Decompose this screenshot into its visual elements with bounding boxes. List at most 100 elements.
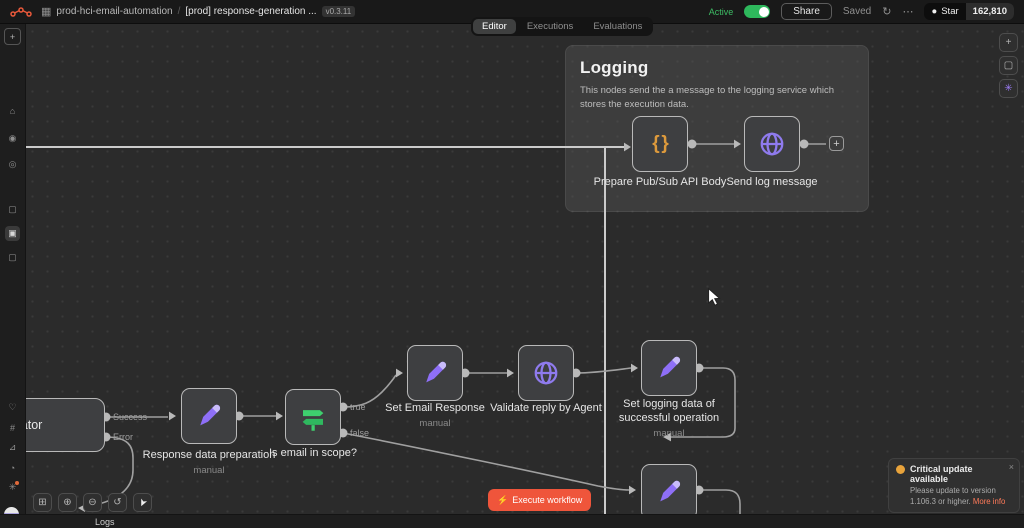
- sidebar-item-overview[interactable]: ⌂: [5, 103, 20, 118]
- node-set-logging[interactable]: [641, 340, 697, 396]
- sidebar-item-help[interactable]: ◔: [5, 460, 20, 475]
- sidebar-item-personal[interactable]: ◉: [5, 131, 20, 146]
- fit-view-icon: ⊞: [38, 497, 47, 508]
- notification-body: Please update to version 1.106.3 or high…: [910, 486, 1006, 506]
- node-validate-reply[interactable]: [518, 345, 574, 401]
- sidebar-item-insights[interactable]: ⊿: [5, 440, 20, 455]
- github-icon: ●: [931, 6, 938, 17]
- saved-status: Saved: [842, 6, 872, 17]
- workflow-name[interactable]: [prod] response-generation ...: [185, 6, 317, 17]
- output-label-success: Success: [113, 412, 148, 422]
- active-toggle[interactable]: [744, 5, 771, 18]
- output-label-error: Error: [113, 432, 133, 442]
- switch-icon: [302, 410, 324, 431]
- node-label: Validate reply by Agent: [490, 402, 602, 414]
- node-label: Set Email Response manual: [365, 402, 505, 430]
- chart-icon: ⊿: [8, 442, 17, 452]
- node-subtitle: manual: [653, 427, 685, 439]
- sticky-note-icon: ▢: [1003, 60, 1014, 71]
- tab-executions[interactable]: Executions: [526, 21, 574, 32]
- node-label: Response data preparation manual: [139, 449, 279, 477]
- more-menu-icon[interactable]: ⋯: [902, 6, 914, 18]
- zoom-out-button[interactable]: ⊖: [83, 493, 102, 512]
- node-label: Send log message: [726, 176, 818, 188]
- pencil-icon: [426, 361, 447, 383]
- mouse-cursor: [708, 288, 721, 306]
- globe-icon: [760, 132, 784, 156]
- undo-icon: ↺: [113, 497, 122, 508]
- pointer-mode-button[interactable]: ➤: [133, 493, 152, 512]
- fit-view-button[interactable]: ⊞: [33, 493, 52, 512]
- sparkle-icon: ✳: [1004, 83, 1013, 94]
- pointer-icon: ➤: [135, 496, 150, 509]
- star-label: Star: [941, 6, 959, 17]
- output-label-false: false: [350, 428, 370, 438]
- github-star-widget[interactable]: ● Star 162,810: [924, 3, 1014, 20]
- workflow-canvas[interactable]: [25, 24, 1024, 514]
- bell-icon: ✳: [8, 482, 17, 492]
- breadcrumb: ▦ prod-hci-email-automation / [prod] res…: [41, 5, 356, 18]
- share-button[interactable]: Share: [781, 3, 832, 20]
- star-count: 162,810: [965, 3, 1014, 20]
- sidebar-add-button[interactable]: +: [4, 28, 21, 45]
- node-send-log[interactable]: [744, 116, 800, 172]
- lightning-icon: ⚡: [497, 494, 509, 505]
- version-badge: v0.3.11: [321, 6, 356, 17]
- code-braces-icon: { }: [652, 133, 669, 154]
- plus-icon: +: [1005, 37, 1012, 48]
- node-set-error-data[interactable]: [641, 464, 697, 520]
- logs-label: Logs: [95, 517, 115, 527]
- node-label: Is email in scope?: [268, 447, 358, 459]
- sticky-note-logging[interactable]: Logging This nodes send the a message to…: [565, 45, 869, 212]
- add-node-button[interactable]: +: [999, 33, 1018, 52]
- execute-workflow-button[interactable]: ⚡ Execute workflow: [488, 489, 592, 511]
- view-tabs: Editor Executions Evaluations: [471, 17, 654, 36]
- project-icon: ▦: [41, 6, 52, 18]
- more-info-link[interactable]: More info: [972, 496, 1006, 506]
- sidebar-item-shared[interactable]: ◎: [5, 157, 20, 172]
- tab-editor[interactable]: Editor: [473, 19, 516, 34]
- warning-icon: [896, 465, 905, 474]
- hash-icon: #: [9, 422, 15, 433]
- history-icon[interactable]: ↻: [882, 6, 892, 18]
- heart-icon: ♡: [8, 402, 17, 412]
- breadcrumb-project[interactable]: prod-hci-email-automation: [56, 6, 173, 17]
- update-notification[interactable]: Critical update available Please update …: [888, 458, 1020, 514]
- close-icon[interactable]: ×: [1008, 462, 1014, 472]
- pencil-icon: [660, 480, 681, 502]
- sticky-title: Logging: [580, 58, 649, 77]
- node-label: Set logging data of successful operation…: [599, 398, 739, 439]
- user-icon: ◉: [8, 133, 17, 143]
- project-icon: ▣: [8, 228, 17, 238]
- zoom-in-button[interactable]: ⊕: [58, 493, 77, 512]
- sidebar-item-project-1[interactable]: ▢: [5, 202, 20, 217]
- add-sticky-note-button[interactable]: ▢: [999, 56, 1018, 75]
- sidebar-item-whats-new[interactable]: ✳: [5, 480, 20, 495]
- logs-panel-bar[interactable]: Logs: [0, 514, 1024, 528]
- zoom-out-icon: ⊖: [88, 497, 97, 508]
- add-connected-node-button[interactable]: +: [829, 136, 844, 151]
- output-label-true: true: [350, 402, 366, 412]
- undo-button[interactable]: ↺: [108, 493, 127, 512]
- tab-evaluations[interactable]: Evaluations: [593, 21, 643, 32]
- node-if-scope[interactable]: [285, 389, 341, 445]
- plus-icon: +: [833, 137, 840, 150]
- pencil-icon: [660, 356, 681, 378]
- node-prepare-pubsub[interactable]: { }: [632, 116, 688, 172]
- project-icon: ▢: [8, 204, 17, 214]
- plus-icon: +: [9, 31, 16, 42]
- notification-title: Critical update available: [910, 464, 973, 484]
- zoom-in-icon: ⊕: [63, 497, 72, 508]
- sidebar-item-project-3[interactable]: ▢: [5, 250, 20, 265]
- sidebar-item-variables[interactable]: #: [5, 420, 20, 435]
- node-set-email[interactable]: [407, 345, 463, 401]
- sidebar-item-project-active[interactable]: ▣: [5, 226, 20, 241]
- left-sidebar: + ⌂ ◉ ◎ ▢ ▣ ▢ ♡ # ⊿ ◔ ✳: [0, 24, 26, 522]
- sidebar-item-templates[interactable]: ♡: [5, 400, 20, 415]
- active-label: Active: [708, 6, 734, 17]
- project-icon: ▢: [8, 252, 17, 262]
- node-response-prep[interactable]: [181, 388, 237, 444]
- n8n-logo: [10, 6, 32, 17]
- ai-assistant-button[interactable]: ✳: [999, 79, 1018, 98]
